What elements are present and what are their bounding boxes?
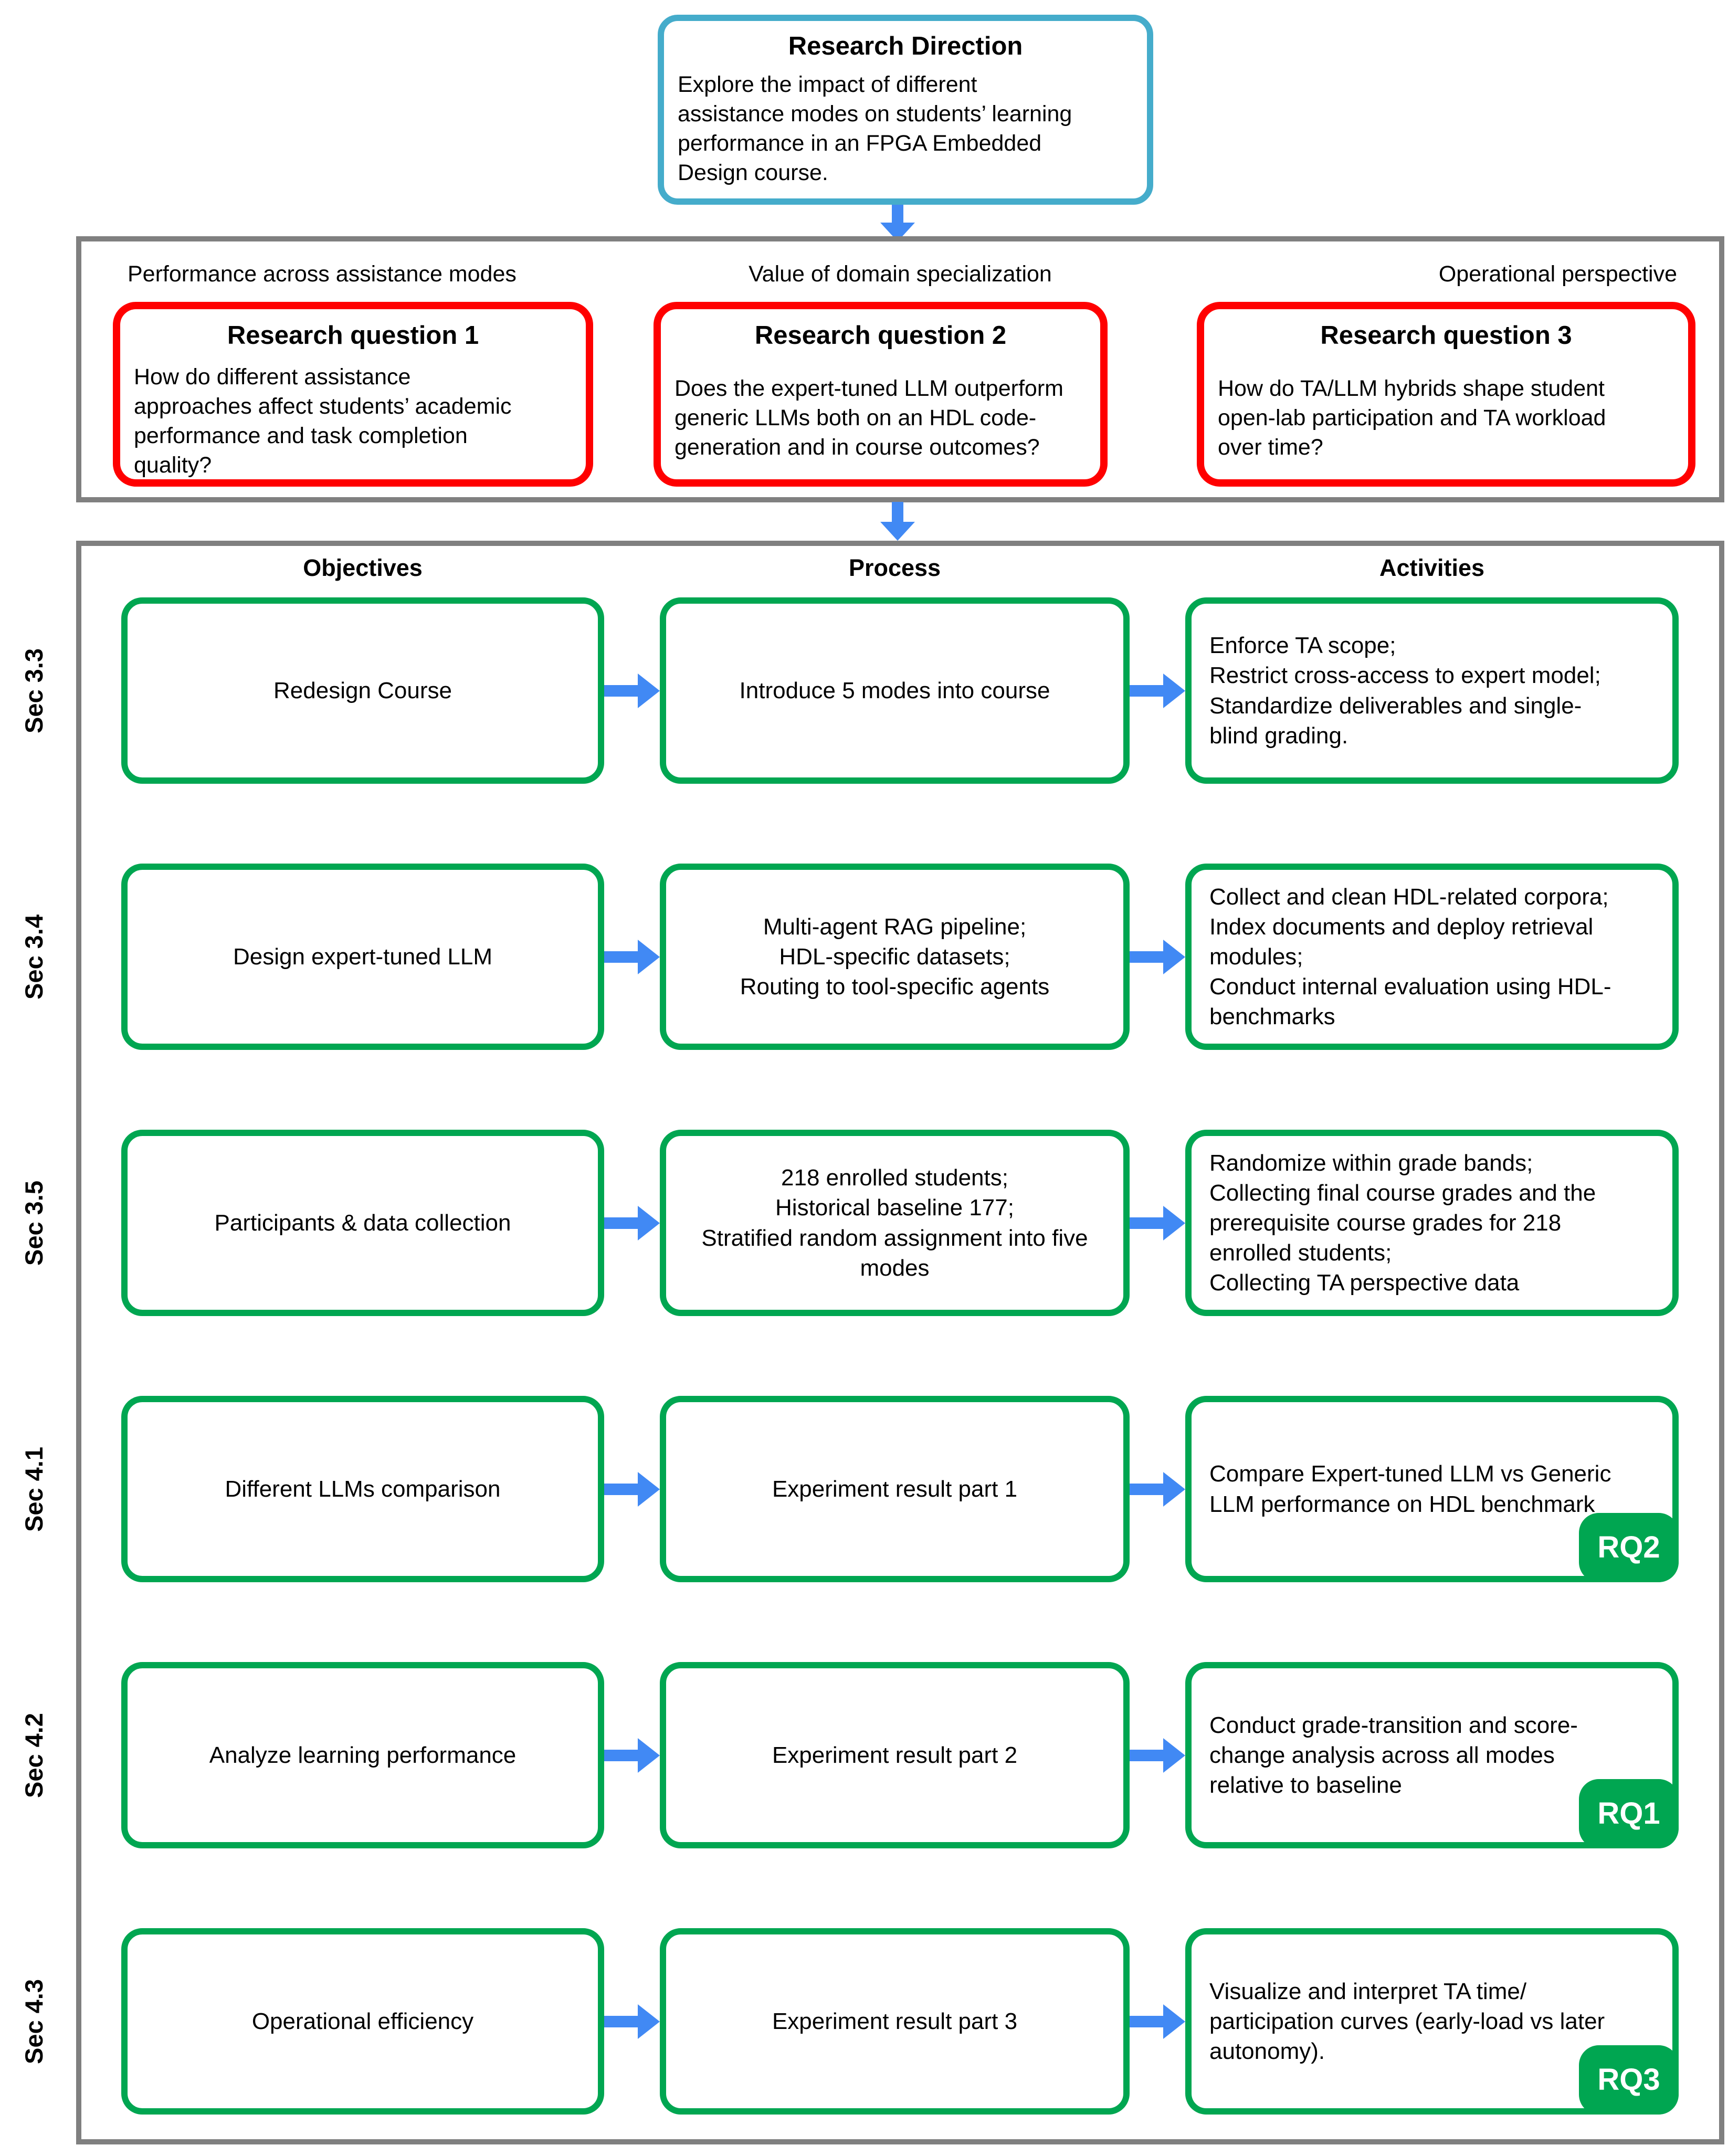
objective-box: Analyze learning performance (121, 1662, 604, 1848)
activities-header: Activities (1379, 554, 1485, 581)
activities-box: Visualize and interpret TA time/ partici… (1185, 1928, 1679, 2115)
section-label: Sec 4.3 (20, 1979, 48, 2064)
process-box: Introduce 5 modes into course (660, 597, 1130, 784)
process-box: Multi-agent RAG pipeline; HDL-specific d… (660, 864, 1130, 1050)
right-arrow-icon (1130, 939, 1185, 974)
activities-box: Conduct grade-transition and score- chan… (1185, 1662, 1679, 1848)
objective-text: Redesign Course (273, 677, 452, 703)
activities-box: Randomize within grade bands; Collecting… (1185, 1130, 1679, 1316)
process-header: Process (848, 554, 941, 581)
activities-text: Enforce TA scope; Restrict cross-access … (1209, 633, 1601, 749)
objective-box: Participants & data collection (121, 1130, 604, 1316)
right-arrow-icon (604, 1205, 660, 1240)
rq2-badge: RQ2 (1579, 1513, 1679, 1582)
objective-box: Design expert-tuned LLM (121, 864, 604, 1050)
process-text: Multi-agent RAG pipeline; HDL-specific d… (740, 913, 1050, 1000)
research-question-2-box: Research question 2 Does the expert-tune… (654, 302, 1108, 487)
research-question-body: Does the expert-tuned LLM outperform gen… (675, 376, 1063, 460)
process-text: Experiment result part 1 (772, 1476, 1018, 1502)
method-row-sec-4-1: Sec 4.1 Different LLMs comparison Experi… (20, 1396, 1719, 1582)
activities-box: Compare Expert-tuned LLM vs Generic LLM … (1185, 1396, 1679, 1582)
right-arrow-icon (604, 2004, 660, 2039)
rq1-badge: RQ1 (1579, 1779, 1679, 1848)
objective-text: Operational efficiency (251, 2008, 474, 2034)
research-question-3-box: Research question 3 How do TA/LLM hybrid… (1197, 302, 1695, 487)
section-label: Sec 3.3 (20, 648, 48, 733)
research-question-title: Research question 1 (227, 321, 479, 350)
method-row-sec-4-2: Sec 4.2 Analyze learning performance Exp… (20, 1662, 1719, 1848)
right-arrow-icon (604, 673, 660, 708)
question-category-label: Operational perspective (1438, 261, 1677, 287)
method-row-sec-3-3: Sec 3.3 Redesign Course Introduce 5 mode… (20, 597, 1719, 784)
right-arrow-icon (1130, 2004, 1185, 2039)
process-text: 218 enrolled students; Historical baseli… (701, 1165, 1088, 1281)
objective-text: Different LLMs comparison (225, 1476, 501, 1502)
section-label: Sec 4.2 (20, 1712, 48, 1798)
method-row-sec-3-4: Sec 3.4 Design expert-tuned LLM Multi-ag… (20, 864, 1719, 1050)
down-arrow-icon (880, 502, 915, 541)
methodology-section: Objectives Process Activities Sec 3.3 Re… (20, 541, 1724, 2144)
right-arrow-icon (1130, 1205, 1185, 1240)
activities-box: Collect and clean HDL-related corpora; I… (1185, 864, 1679, 1050)
method-row-sec-4-3: Sec 4.3 Operational efficiency Experimen… (20, 1928, 1719, 2115)
activities-text: Visualize and interpret TA time/ partici… (1209, 1978, 1605, 2065)
process-box: Experiment result part 1 (660, 1396, 1130, 1582)
objective-box: Redesign Course (121, 597, 604, 784)
research-question-title: Research question 2 (754, 321, 1007, 350)
activities-text: Collect and clean HDL-related corpora; I… (1209, 884, 1611, 1030)
research-question-body: How do different assistance approaches a… (134, 364, 512, 478)
objective-text: Participants & data collection (214, 1210, 511, 1236)
objective-text: Design expert-tuned LLM (233, 943, 493, 970)
activities-box: Enforce TA scope; Restrict cross-access … (1185, 597, 1679, 784)
research-questions-section: Performance across assistance modes Valu… (76, 236, 1724, 502)
research-question-body: How do TA/LLM hybrids shape student open… (1218, 376, 1606, 460)
research-direction-body: Explore the impact of different assistan… (678, 72, 1072, 185)
column-headers: Objectives Process Activities (81, 554, 1719, 582)
objective-box: Different LLMs comparison (121, 1396, 604, 1582)
activities-text: Conduct grade-transition and score- chan… (1209, 1712, 1578, 1799)
process-box: Experiment result part 2 (660, 1662, 1130, 1848)
question-category-label: Performance across assistance modes (128, 261, 517, 287)
right-arrow-icon (1130, 1471, 1185, 1507)
right-arrow-icon (1130, 673, 1185, 708)
right-arrow-icon (1130, 1738, 1185, 1773)
method-row-sec-3-5: Sec 3.5 Participants & data collection 2… (20, 1130, 1719, 1316)
section-label: Sec 3.4 (20, 914, 48, 1000)
right-arrow-icon (604, 1738, 660, 1773)
objective-text: Analyze learning performance (209, 1742, 517, 1768)
research-direction-title: Research Direction (788, 32, 1023, 60)
process-text: Experiment result part 3 (772, 2008, 1018, 2034)
process-text: Introduce 5 modes into course (739, 677, 1050, 703)
process-box: Experiment result part 3 (660, 1928, 1130, 2115)
research-direction-box: Research Direction Explore the impact of… (658, 15, 1153, 205)
research-question-1-box: Research question 1 How do different ass… (113, 302, 593, 487)
process-text: Experiment result part 2 (772, 1742, 1018, 1768)
objective-box: Operational efficiency (121, 1928, 604, 2115)
section-label: Sec 4.1 (20, 1446, 48, 1532)
research-question-title: Research question 3 (1320, 321, 1572, 350)
objectives-header: Objectives (303, 554, 423, 581)
rq3-badge: RQ3 (1579, 2045, 1679, 2115)
process-box: 218 enrolled students; Historical baseli… (660, 1130, 1130, 1316)
activities-text: Compare Expert-tuned LLM vs Generic LLM … (1209, 1461, 1611, 1517)
right-arrow-icon (604, 939, 660, 974)
section-label: Sec 3.5 (20, 1180, 48, 1266)
question-category-label: Value of domain specialization (749, 261, 1052, 287)
activities-text: Randomize within grade bands; Collecting… (1209, 1150, 1596, 1296)
right-arrow-icon (604, 1471, 660, 1507)
